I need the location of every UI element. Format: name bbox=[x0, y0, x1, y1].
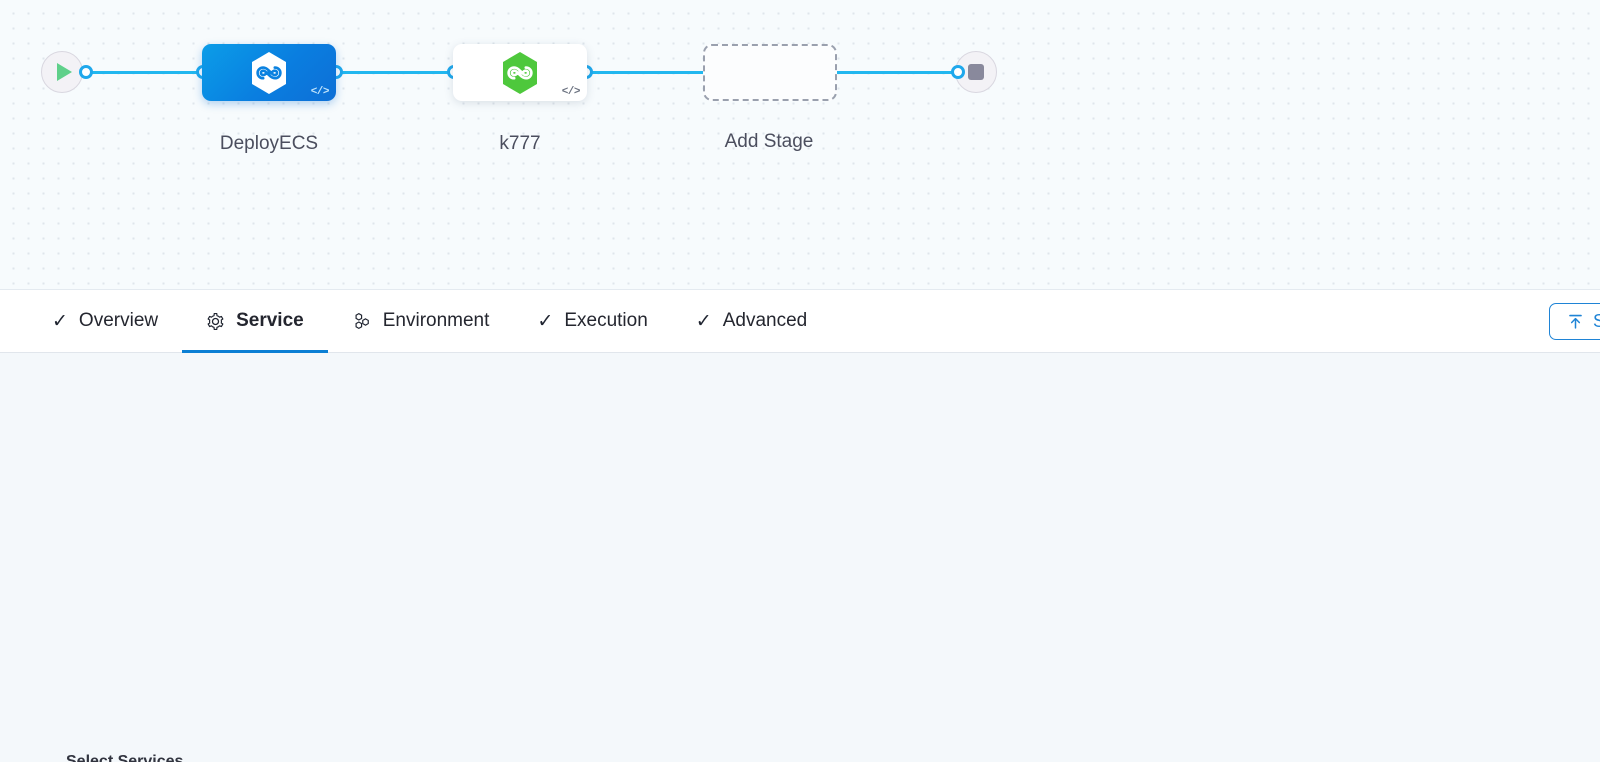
play-icon bbox=[56, 63, 72, 81]
edge-k777-to-addstage bbox=[584, 71, 706, 74]
stage-tab-bar: ✓ Overview Service Environment ✓ Executi… bbox=[0, 290, 1600, 353]
infinity-hexagon-icon bbox=[503, 51, 537, 94]
add-stage-button[interactable] bbox=[703, 44, 837, 101]
pipeline-canvas[interactable]: </> DeployECS </> k777 Add Stage bbox=[0, 0, 1600, 290]
hexagon-cluster-icon bbox=[355, 312, 369, 330]
check-icon: ✓ bbox=[537, 310, 554, 332]
tab-label: Service bbox=[236, 310, 304, 331]
save-button-label: S bbox=[1593, 311, 1600, 332]
service-tab-panel: Select Services PROJECT 1 + Add Service … bbox=[0, 353, 1600, 762]
port-start-out[interactable] bbox=[79, 65, 93, 79]
tab-label: Execution bbox=[564, 310, 648, 331]
tab-label: Overview bbox=[78, 310, 159, 331]
tab-service[interactable]: Service bbox=[182, 290, 328, 353]
stage-deployecs[interactable]: </> bbox=[202, 44, 336, 101]
infinity-hexagon-icon bbox=[252, 51, 286, 94]
tab-label: Advanced bbox=[722, 310, 808, 331]
tab-execution[interactable]: ✓ Execution bbox=[513, 290, 671, 352]
gear-icon bbox=[207, 312, 224, 330]
stop-icon bbox=[968, 64, 984, 80]
port-end-in[interactable] bbox=[951, 65, 965, 79]
tab-advanced[interactable]: ✓ Advanced bbox=[672, 290, 831, 352]
stage-label-k777: k777 bbox=[499, 133, 541, 154]
select-services-label: Select Services bbox=[66, 753, 184, 762]
edge-addstage-to-end bbox=[832, 71, 957, 74]
tab-overview[interactable]: ✓ Overview bbox=[28, 290, 182, 352]
code-icon[interactable]: </> bbox=[561, 86, 581, 98]
code-icon[interactable]: </> bbox=[310, 86, 330, 98]
edge-deployecs-to-k777 bbox=[334, 71, 456, 74]
save-upload-icon bbox=[1569, 314, 1582, 329]
save-button[interactable]: S bbox=[1548, 303, 1600, 340]
stage-label-deployecs: DeployECS bbox=[219, 133, 319, 154]
start-node[interactable] bbox=[41, 51, 83, 93]
check-icon: ✓ bbox=[695, 310, 712, 332]
tab-environment[interactable]: Environment bbox=[328, 290, 514, 352]
stage-k777[interactable]: </> bbox=[453, 44, 587, 101]
tab-label: Environment bbox=[382, 310, 490, 331]
check-icon: ✓ bbox=[52, 310, 68, 332]
stage-label-add-stage: Add Stage bbox=[724, 131, 814, 152]
edge-start-to-deployecs bbox=[86, 71, 204, 74]
